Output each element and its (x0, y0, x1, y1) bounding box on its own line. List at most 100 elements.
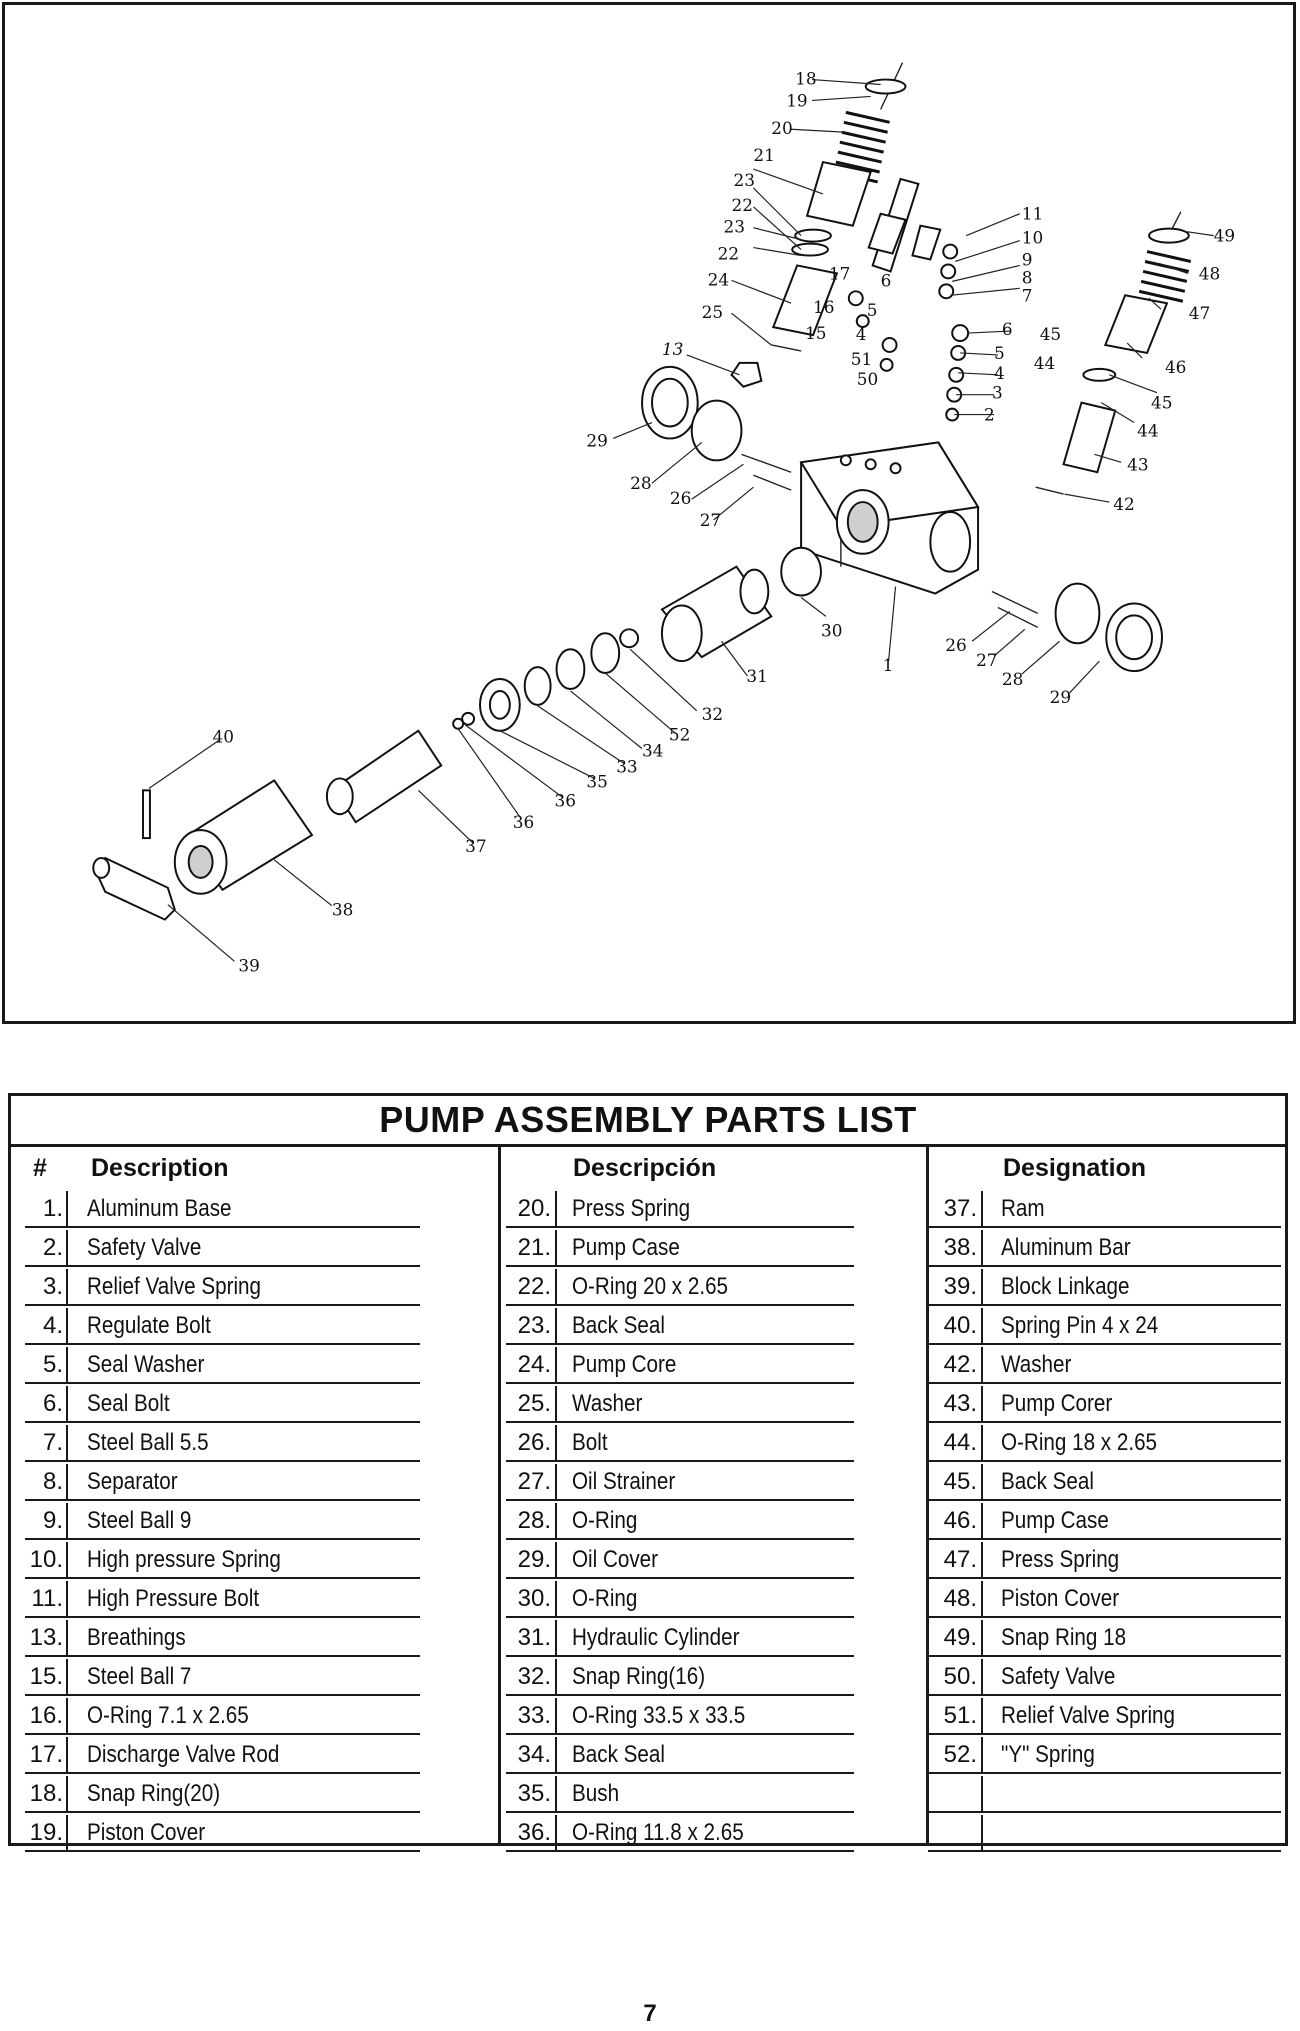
row-underline (25, 1655, 420, 1657)
callout-label: 6 (1002, 319, 1013, 339)
row-divider (555, 1347, 557, 1384)
row-underline (928, 1460, 1281, 1462)
part-number: 37. (943, 1195, 977, 1222)
row-divider (66, 1347, 68, 1384)
row-underline (25, 1304, 420, 1306)
part-description: O-Ring (572, 1507, 638, 1534)
part-description: Snap Ring 18 (1001, 1624, 1127, 1651)
row-divider (981, 1308, 983, 1345)
part-number: 46. (943, 1507, 977, 1534)
part-number: 38. (943, 1234, 977, 1261)
table-row: 46.Pump Case (926, 1501, 1288, 1540)
row-divider (555, 1386, 557, 1423)
part-number: 11. (31, 1585, 63, 1612)
row-divider (66, 1269, 68, 1306)
row-underline (928, 1772, 1281, 1774)
right-oil-cover (991, 582, 1163, 673)
table-row: 21.Pump Case (498, 1228, 926, 1267)
part-number: 18. (29, 1780, 63, 1807)
pump-exploded-view: 18 19 20 21 23 22 23 22 24 25 17 16 15 6… (92, 62, 1235, 975)
table-row: 2.Safety Valve (11, 1228, 498, 1267)
callout-label: 51 (851, 349, 873, 369)
row-divider (981, 1191, 983, 1228)
table-row: 45.Back Seal (926, 1462, 1288, 1501)
table-title: PUMP ASSEMBLY PARTS LIST (11, 1096, 1285, 1147)
callout-label: 11 (1022, 204, 1044, 224)
table-row: 6. Seal Bolt (11, 1384, 498, 1423)
part-number: 49. (943, 1624, 977, 1651)
callout-label: 27 (976, 650, 998, 670)
part-number: 8. (42, 1468, 63, 1495)
row-underline (506, 1850, 854, 1852)
row-underline (928, 1304, 1281, 1306)
table-row: 3. Relief Valve Spring (11, 1267, 498, 1306)
row-underline (25, 1850, 420, 1852)
callout-label: 17 (829, 263, 851, 283)
table-row: 34.Back Seal (498, 1735, 926, 1774)
part-number: 23. (517, 1312, 551, 1339)
table-row: 19.Piston Cover (11, 1813, 498, 1852)
part-number: 6. (42, 1390, 63, 1417)
table-row: 35.Bush (498, 1774, 926, 1813)
table-row: 15.Steel Ball 7 (11, 1657, 498, 1696)
callout-label: 16 (813, 297, 835, 317)
part-description: Spring Pin 4 x 24 (1001, 1312, 1159, 1339)
callout-label: 44 (1034, 353, 1056, 373)
row-underline (506, 1421, 854, 1423)
part-description: Bush (572, 1780, 620, 1807)
part-number: 3. (42, 1273, 63, 1300)
row-underline (928, 1655, 1281, 1657)
callout-label: 22 (732, 195, 754, 215)
part-description: Back Seal (1001, 1468, 1094, 1495)
row-divider (981, 1269, 983, 1306)
row-divider (981, 1542, 983, 1579)
part-description: Bolt (572, 1429, 608, 1456)
callout-label: 9 (1022, 249, 1033, 269)
part-number: 5. (42, 1351, 63, 1378)
table-row: 13.Breathings (11, 1618, 498, 1657)
row-underline (506, 1304, 854, 1306)
row-underline (928, 1616, 1281, 1618)
part-description: Seal Bolt (87, 1390, 170, 1417)
row-underline (25, 1577, 420, 1579)
horizontal-cylinder-stack (92, 546, 822, 921)
part-number: 44. (943, 1429, 977, 1456)
row-underline (928, 1811, 1281, 1813)
row-divider (66, 1230, 68, 1267)
part-number: 39. (943, 1273, 977, 1300)
table-row: 22.O-Ring 20 x 2.65 (498, 1267, 926, 1306)
part-description: Relief Valve Spring (87, 1273, 262, 1300)
callout-label: 13 (662, 339, 683, 359)
part-description: Safety Valve (87, 1234, 202, 1261)
leader-lines (148, 78, 1214, 962)
table-row: 10.High pressure Spring (11, 1540, 498, 1579)
table-row: 26.Bolt (498, 1423, 926, 1462)
row-underline (928, 1421, 1281, 1423)
row-divider (66, 1698, 68, 1735)
part-description: Oil Cover (572, 1546, 659, 1573)
part-number: 34. (517, 1741, 551, 1768)
part-number: 31. (517, 1624, 551, 1651)
table-row: 29.Oil Cover (498, 1540, 926, 1579)
row-underline (25, 1499, 420, 1501)
part-number: 17. (29, 1741, 63, 1768)
table-row: 43.Pump Corer (926, 1384, 1288, 1423)
callout-label: 21 (753, 145, 775, 165)
callout-label: 38 (332, 900, 353, 920)
table-row: 18.Snap Ring(20) (11, 1774, 498, 1813)
table-row: 17. Discharge Valve Rod (11, 1735, 498, 1774)
row-divider (555, 1698, 557, 1735)
callout-label: 23 (724, 217, 746, 237)
part-description: O-Ring 7.1 x 2.65 (87, 1702, 249, 1729)
part-description: O-Ring 20 x 2.65 (572, 1273, 729, 1300)
row-underline (928, 1226, 1281, 1228)
callout-label: 35 (586, 771, 608, 791)
callout-label: 48 (1199, 263, 1221, 283)
row-divider (981, 1581, 983, 1618)
row-divider (981, 1659, 983, 1696)
part-description: Discharge Valve Rod (87, 1741, 280, 1768)
callout-label: 4 (856, 324, 867, 344)
row-underline (506, 1343, 854, 1345)
row-underline (25, 1460, 420, 1462)
part-description: O-Ring 11.8 x 2.65 (572, 1819, 744, 1846)
